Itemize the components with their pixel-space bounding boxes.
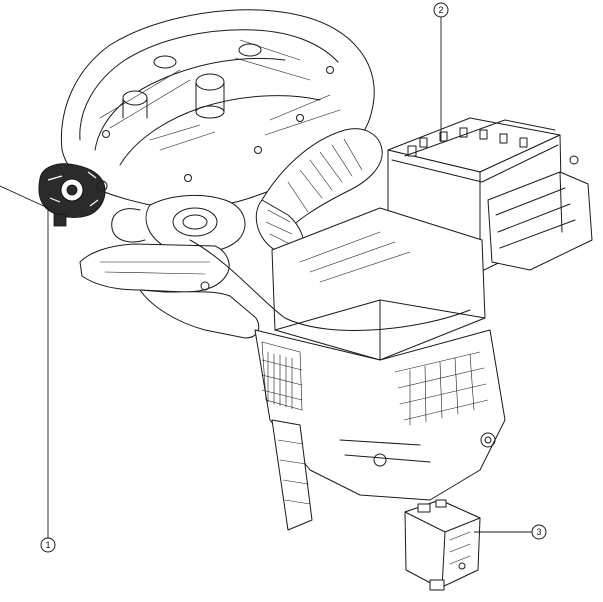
ribbed-housing — [261, 341, 303, 411]
callout-2: 2 — [433, 2, 449, 142]
throttle-body — [111, 195, 246, 253]
down-pipe — [271, 419, 313, 531]
callout-3: 3 — [474, 524, 547, 540]
callout-3-circle — [531, 524, 547, 540]
lower-bracket — [79, 243, 260, 339]
battery-caps — [407, 127, 528, 157]
wiring-harness — [189, 239, 471, 331]
callout-1-circle — [40, 537, 56, 553]
callout-3-label: 3 — [536, 527, 541, 537]
air-cleaner-box — [271, 207, 486, 361]
fuse-box — [487, 155, 593, 271]
callout-2-label: 2 — [438, 5, 443, 15]
component-1-sensor — [38, 163, 108, 227]
callout-1: 1 — [0, 185, 56, 553]
callout-1-label: 1 — [45, 540, 50, 550]
component-3-module — [404, 499, 481, 591]
callout-1-arrow-line — [0, 185, 49, 209]
